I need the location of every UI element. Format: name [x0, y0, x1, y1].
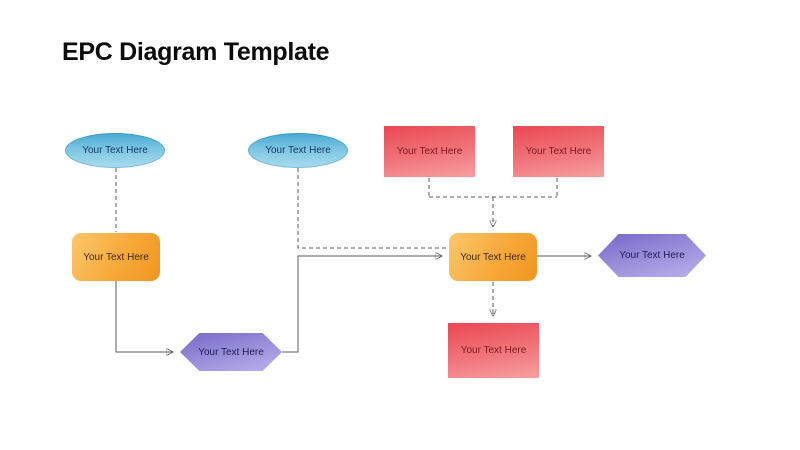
- output-rect: Your Text Here: [448, 323, 539, 378]
- connector-inputs-join: [428, 178, 558, 198]
- event-ellipse-2: Your Text Here: [248, 133, 348, 168]
- node-label: Your Text Here: [460, 251, 526, 263]
- node-label: Your Text Here: [460, 345, 527, 356]
- node-label: Your Text Here: [82, 145, 148, 156]
- connector-hexagon1-function2: [282, 256, 441, 353]
- function-box-2: Your Text Here: [449, 233, 537, 281]
- connector-function1-hexagon1: [115, 281, 172, 352]
- input-rect-1: Your Text Here: [384, 126, 475, 177]
- node-label: Your Text Here: [525, 146, 592, 157]
- node-label: Your Text Here: [619, 250, 685, 261]
- page-title: EPC Diagram Template: [62, 38, 330, 66]
- node-label: Your Text Here: [198, 346, 264, 358]
- node-label: Your Text Here: [265, 145, 331, 156]
- process-hexagon-2: Your Text Here: [598, 234, 706, 277]
- connector-ellipse2-function2: [297, 168, 448, 249]
- input-rect-2: Your Text Here: [513, 126, 604, 177]
- function-box-1: Your Text Here: [72, 233, 160, 281]
- event-ellipse-1: Your Text Here: [65, 133, 165, 168]
- node-label: Your Text Here: [83, 251, 149, 263]
- node-label: Your Text Here: [396, 146, 463, 157]
- process-hexagon-1: Your Text Here: [180, 333, 282, 371]
